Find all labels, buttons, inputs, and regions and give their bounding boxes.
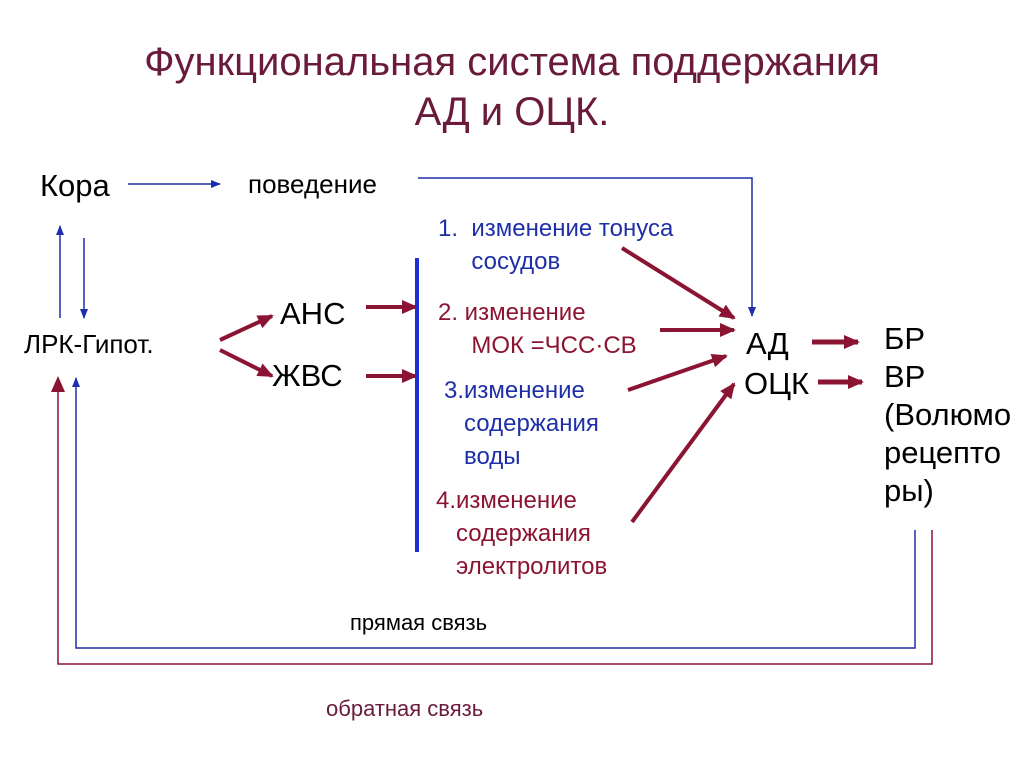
loop-direct [72, 377, 916, 649]
effect-2: 2. изменение МОК =ЧСС·СВ [438, 296, 637, 362]
arrow-effect3-ad [627, 353, 728, 392]
arrow-hypothalamus-endocrine [219, 348, 274, 378]
node-endocrine: ЖВС [272, 358, 343, 393]
receptor-volume-3: ры) [884, 473, 934, 508]
node-behavior: поведение [248, 169, 377, 199]
arrow-effect1-ad [620, 246, 736, 320]
loop-feedback [51, 376, 933, 665]
effect-3-line3: воды [444, 443, 521, 470]
node-cortex: Кора [40, 168, 110, 203]
label-direct-link: прямая связь [350, 610, 488, 635]
label-feedback-link: обратная связь [326, 696, 484, 721]
effect-3-line1: 3.изменение [444, 377, 585, 404]
effect-4-line2: содержания [436, 520, 591, 547]
page-title: Функциональная система поддержания [144, 40, 880, 84]
effect-4-line1: 4.изменение [436, 487, 577, 514]
effect-1: 1. изменение тонуса сосудов [438, 212, 673, 278]
receptor-vr: ВР [884, 359, 926, 394]
node-hypothalamus: ЛРК-Гипот. [24, 329, 154, 359]
node-receptors: БР ВР (Волюмо рецепто ры) [884, 320, 1011, 510]
node-ans: АНС [280, 296, 346, 331]
effect-3: 3.изменение содержания воды [444, 374, 599, 473]
node-ad: АД [746, 326, 789, 361]
effect-3-line2: содержания [444, 410, 599, 437]
receptor-volume-2: рецепто [884, 435, 1002, 470]
node-otsk: ОЦК [744, 366, 810, 401]
arrow-behavior-ad [418, 177, 756, 317]
page-title-line2: АД и ОЦК. [414, 90, 610, 134]
effect-4-line3: электролитов [436, 553, 608, 580]
arrow-effect4-ad [630, 382, 736, 524]
effect-1-line2: сосудов [438, 248, 561, 275]
receptor-br: БР [884, 321, 926, 356]
effect-2-line1: 2. изменение [438, 299, 586, 326]
receptor-volume-1: (Волюмо [884, 397, 1012, 432]
effect-1-line1: 1. изменение тонуса [438, 215, 674, 242]
effect-4: 4.изменение содержания электролитов [436, 484, 607, 583]
arrow-hypothalamus-ans [219, 314, 274, 342]
effect-2-line2: МОК =ЧСС·СВ [438, 332, 637, 359]
